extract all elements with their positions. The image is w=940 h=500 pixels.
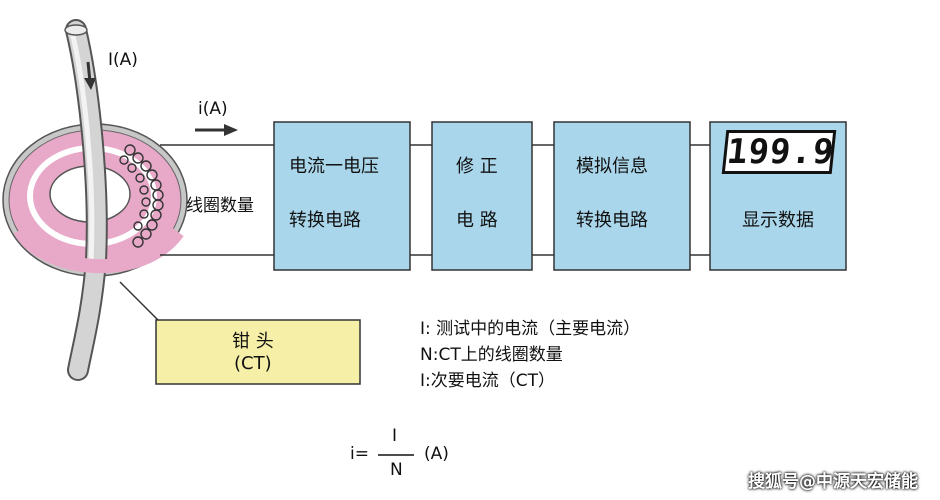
box1-line1: 电流一电压 (289, 156, 379, 177)
secondary-current-arrow (195, 124, 238, 136)
formula-numerator: I (392, 426, 398, 446)
clamp-label-box (155, 319, 361, 385)
coil-turns-label: 线圈数量 (186, 196, 254, 216)
clamp-label-line2: (CT) (234, 353, 272, 374)
legend: I: 测试中的电流（主要电流） N:CT上的线圈数量 I:次要电流（CT） (420, 316, 640, 394)
box-analog-conversion (553, 121, 691, 271)
digital-display: 199.9 (721, 130, 836, 174)
box4-line2: 显示数据 (742, 210, 814, 231)
box-current-voltage (273, 121, 411, 271)
box2-line1: 修 正 (456, 156, 498, 177)
box-correction (431, 121, 533, 271)
toroid-front (13, 226, 184, 274)
box1-line2: 转换电路 (289, 210, 361, 231)
legend-item: I: 测试中的电流（主要电流） (420, 319, 641, 339)
box3-line2: 转换电路 (576, 210, 648, 231)
primary-current-arrow (84, 61, 96, 90)
coil-windings (119, 144, 164, 248)
watermark: 搜狐号@中源天宏储能 (748, 472, 918, 492)
clamp-pointer (119, 281, 161, 323)
legend-item: N:CT上的线圈数量 (420, 345, 563, 365)
primary-current-label: I(A) (108, 50, 138, 70)
legend-item: I:次要电流（CT） (420, 371, 555, 391)
formula-lhs: i= (350, 444, 369, 464)
box-connectors (410, 144, 710, 256)
secondary-current-label: i(A) (198, 99, 228, 119)
formula-unit: (A) (424, 444, 449, 464)
clamp-label-line1: 钳 头 (232, 331, 274, 352)
formula-denominator: N (390, 460, 403, 480)
box2-line2: 电 路 (456, 210, 498, 231)
box3-line1: 模拟信息 (576, 156, 648, 177)
